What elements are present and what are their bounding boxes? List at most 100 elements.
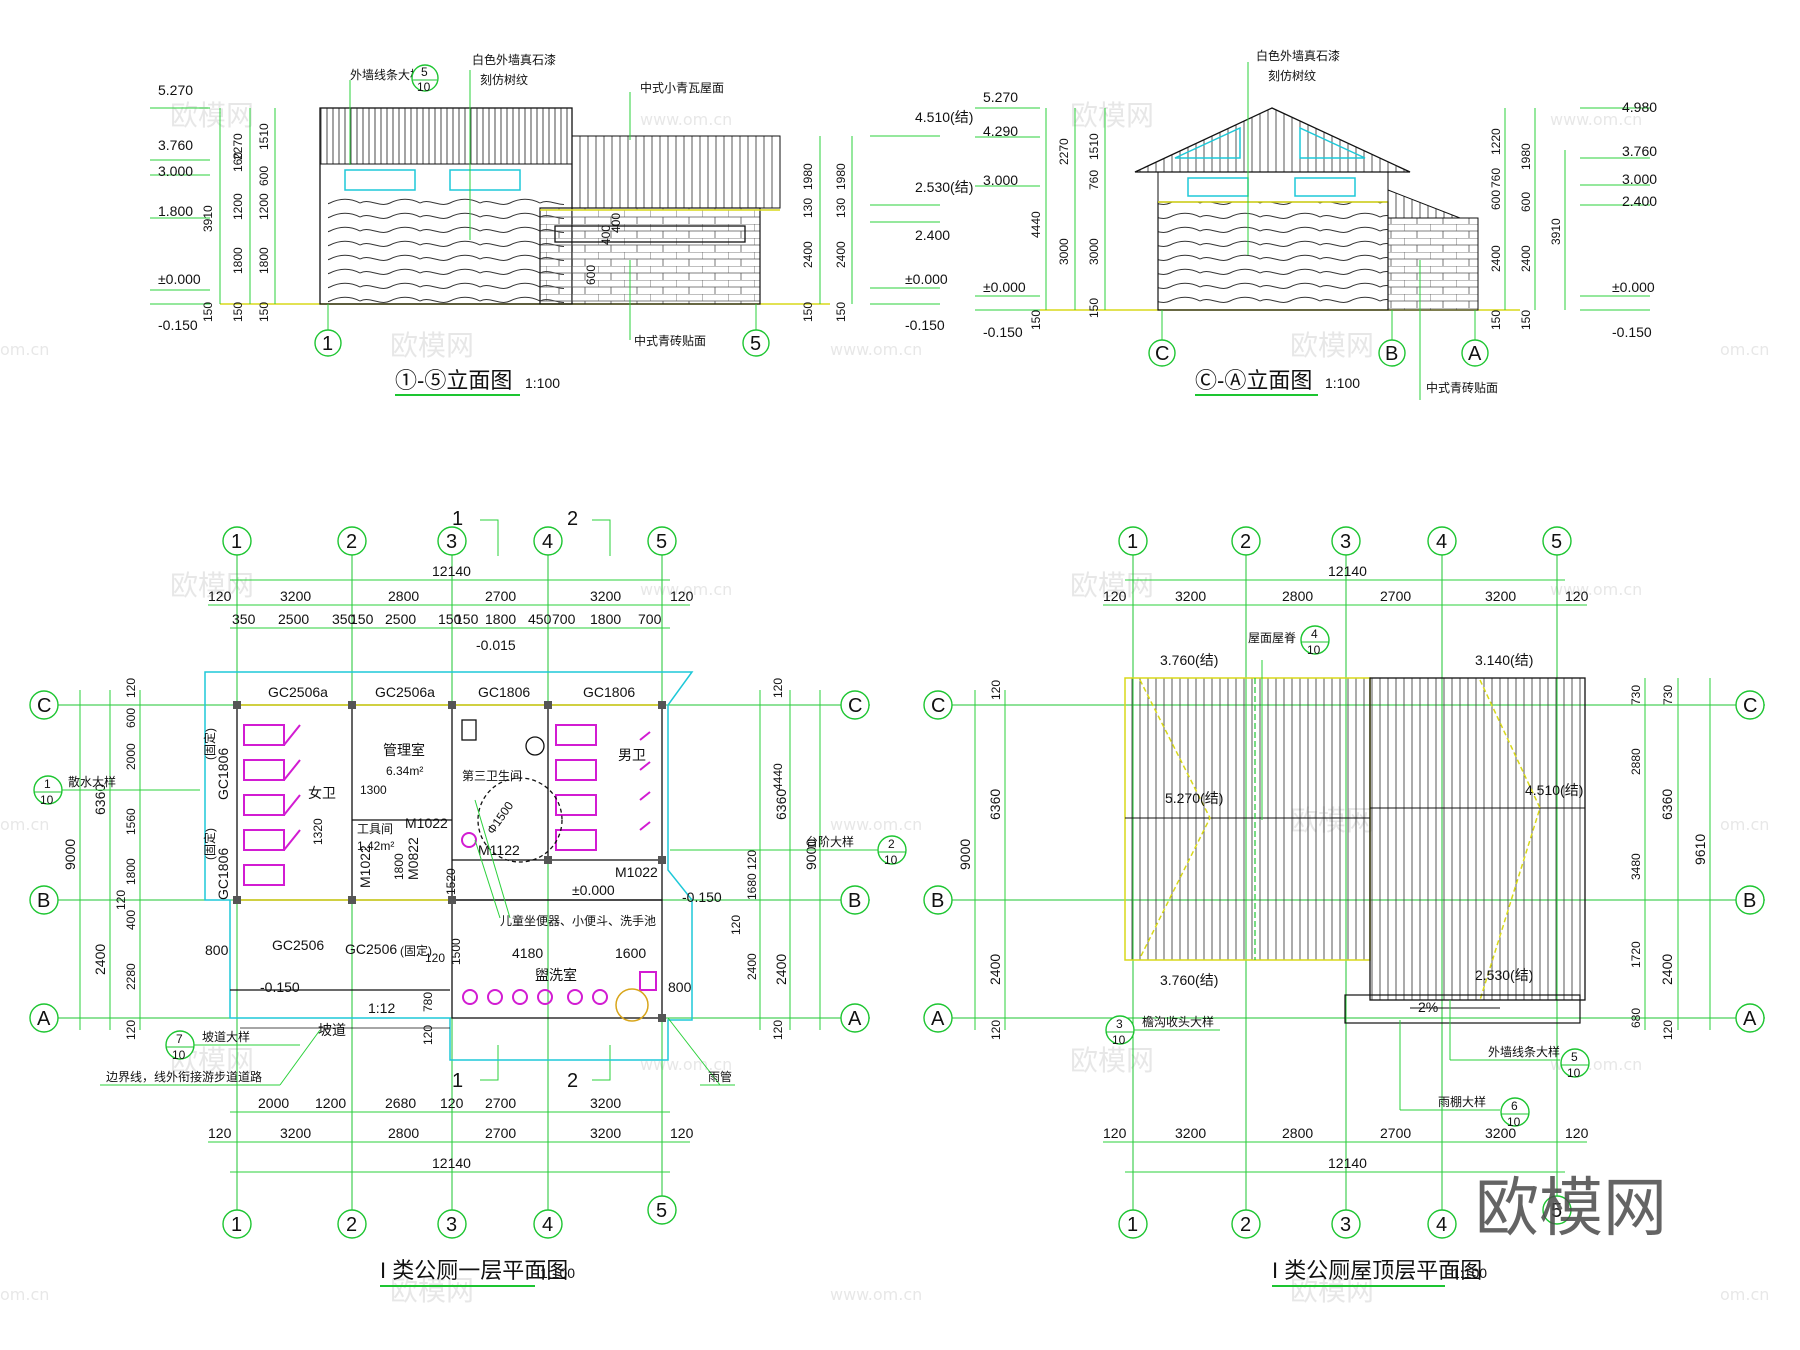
window-label: GC2506a bbox=[268, 684, 328, 700]
dim-total: 12140 bbox=[432, 1155, 471, 1171]
level-label: -0.150 bbox=[158, 317, 198, 333]
room-wash: 盥洗室 bbox=[535, 967, 577, 983]
watermark-url: om.cn bbox=[0, 1285, 49, 1304]
axis-label: C bbox=[1155, 343, 1169, 365]
dim-text: 3200 bbox=[1485, 588, 1516, 604]
dim-text: 160 bbox=[231, 152, 245, 172]
dim-text: 2500 bbox=[278, 611, 309, 627]
title-plan: I 类公厕一层平面图 bbox=[380, 1258, 568, 1283]
section-mark: 1 bbox=[452, 1070, 463, 1092]
detail-ref-sheet: 10 bbox=[40, 793, 54, 807]
note-stone: 白色外墙真石漆 bbox=[472, 52, 556, 67]
levels-left: 5.270 3.760 3.000 1.800 ±0.000 -0.150 bbox=[150, 82, 210, 333]
title-elev1-scale: 1:100 bbox=[525, 375, 560, 391]
axis-label: B bbox=[1743, 890, 1756, 912]
dim-text: 120 bbox=[1103, 1125, 1127, 1141]
brick-wall bbox=[539, 207, 761, 305]
room-ramp: 坡道 bbox=[318, 1022, 346, 1038]
level-label: 5.270 bbox=[983, 89, 1018, 105]
plan-walls bbox=[204, 671, 694, 1061]
axis-label: 5 bbox=[1551, 531, 1562, 553]
detail-ref-label: 雨棚大样 bbox=[1438, 1094, 1486, 1109]
axis-label: C bbox=[1743, 695, 1757, 717]
levels-right: 4.980 3.760 3.000 2.400 ±0.000 -0.150 12… bbox=[1489, 99, 1657, 340]
dim-text: 1200 bbox=[257, 193, 271, 220]
dim-text: 730 bbox=[1629, 685, 1643, 705]
axis-label: 3 bbox=[446, 531, 457, 553]
watermark-url: om.cn bbox=[0, 815, 49, 834]
note-stone: 白色外墙真石漆 bbox=[1256, 48, 1340, 63]
brick-wall bbox=[1387, 217, 1479, 311]
dim-text: 150 bbox=[801, 302, 815, 322]
misc-label: 1520 bbox=[444, 868, 458, 895]
level-label: 2.530(结) bbox=[1475, 967, 1533, 983]
detail-ref-num: 6 bbox=[1511, 1099, 1518, 1113]
section-mark: 1 bbox=[452, 508, 463, 530]
dim-text: 2400 bbox=[92, 944, 108, 975]
plan-dims-top: 12140 120 3200 2800 2700 3200 120 350 25… bbox=[208, 563, 694, 629]
axis-label: 1 bbox=[1127, 1214, 1138, 1236]
dim-text: 4440 bbox=[1029, 211, 1043, 238]
dim-text: 2400 bbox=[745, 953, 759, 980]
tile-roof bbox=[571, 135, 781, 209]
section-mark: 2 bbox=[567, 1070, 578, 1092]
dim-text: 2000 bbox=[258, 1095, 289, 1111]
level-label: 2.530(结) bbox=[915, 179, 973, 195]
dim-text: 2280 bbox=[124, 963, 138, 990]
axis-label: A bbox=[848, 1008, 862, 1030]
dim-text: 3200 bbox=[280, 1125, 311, 1141]
note-brick: 中式青砖贴面 bbox=[1426, 380, 1498, 395]
dim-text: 2700 bbox=[1380, 588, 1411, 604]
dim-text: 120 bbox=[771, 1020, 785, 1040]
detail-ref-num: 5 bbox=[1571, 1050, 1578, 1064]
inner-dim: 400 bbox=[609, 213, 623, 233]
floor-plan: 1 2 3 4 5 1 2 3 4 5 C B A C B A 1 2 1 2 bbox=[29, 508, 907, 1287]
axis-label: 2 bbox=[1240, 531, 1251, 553]
detail-ref-sheet: 10 bbox=[172, 1048, 186, 1062]
room-men: 男卫 bbox=[618, 747, 646, 763]
upper-wall bbox=[1157, 171, 1389, 203]
dim-text: 150 bbox=[257, 302, 271, 322]
level-label: 3.760 bbox=[1622, 143, 1657, 159]
roof-surface-right bbox=[1369, 677, 1586, 1001]
room-women: 女卫 bbox=[308, 785, 336, 801]
dim-text: 2880 bbox=[1629, 748, 1643, 775]
axis-label: C bbox=[848, 695, 862, 717]
dim-text: 600 bbox=[1519, 192, 1533, 212]
dim-text: 9000 bbox=[62, 839, 78, 870]
dim-text: 120 bbox=[1565, 1125, 1589, 1141]
dim-text: 9610 bbox=[1692, 834, 1708, 865]
axis-bubble-c bbox=[1148, 339, 1176, 367]
axis-label: 2 bbox=[1240, 1214, 1251, 1236]
section-marks: 1 2 1 2 bbox=[452, 508, 611, 1092]
dim-text: 2800 bbox=[388, 588, 419, 604]
dim-text: 600 bbox=[124, 708, 138, 728]
dim-text: 150 bbox=[834, 302, 848, 322]
plan-detail-refs: 1 10 散水大样 2 10 台阶大样 7 10 坡道大样 边界线，线外衔接游步… bbox=[33, 774, 907, 1086]
axis-label: 1 bbox=[1127, 531, 1138, 553]
dim-text: 120 bbox=[729, 915, 743, 935]
axis-label: C bbox=[37, 695, 51, 717]
stone-wall-texture bbox=[1157, 201, 1389, 311]
detail-ref-sheet: 10 bbox=[1507, 1115, 1521, 1129]
level-label: ±0.000 bbox=[158, 271, 201, 287]
dims-left: 3910 150 2270 160 1200 1800 150 1510 600… bbox=[201, 108, 276, 322]
plan-dims-bottom: 2000 1200 2680 120 2700 3200 120 3200 28… bbox=[208, 1095, 694, 1173]
watermark-text: 欧模网 bbox=[1290, 1274, 1374, 1307]
door-label: M1122 bbox=[478, 842, 520, 858]
dim-text: 120 bbox=[771, 678, 785, 698]
watermark-url: om.cn bbox=[1720, 815, 1769, 834]
axis-label: A bbox=[1743, 1008, 1757, 1030]
title-roof: I 类公厕屋顶层平面图 bbox=[1272, 1258, 1482, 1283]
dim-text: 2400 bbox=[834, 241, 848, 268]
dim-text: 130 bbox=[834, 198, 848, 218]
note-brick: 中式青砖贴面 bbox=[634, 333, 706, 348]
watermark-text: 欧模网 bbox=[170, 99, 254, 132]
roof-surface-left bbox=[1124, 677, 1371, 961]
door-label: M1022 bbox=[615, 864, 658, 880]
detail-ref-num: 7 bbox=[176, 1032, 183, 1046]
plan-room-labels: 女卫 男卫 管理室 6.34m² 工具间 1.42m² 第三卫生间 盥洗室 坡道 bbox=[308, 742, 646, 1038]
dim-text: 3200 bbox=[590, 588, 621, 604]
level-label: 3.000 bbox=[1622, 171, 1657, 187]
